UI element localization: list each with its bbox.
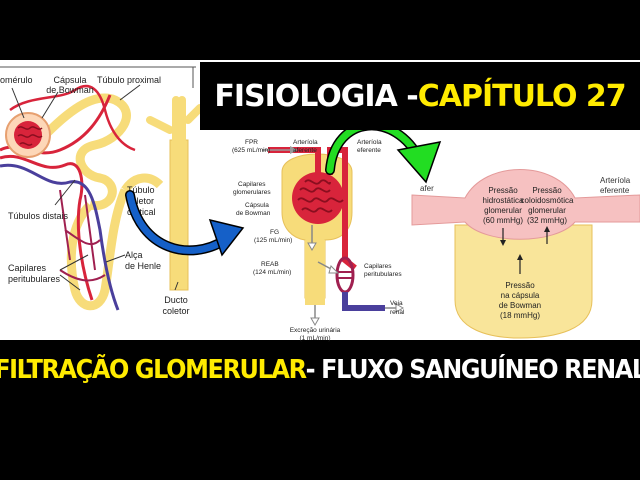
blue-curved-arrow [125, 190, 245, 257]
proximal-tubule-shape [36, 93, 131, 211]
main-title: FISIOLOGIA - CAPÍTULO 27 [200, 62, 640, 130]
label-capilares-glomerulares-l2: glomerulares [233, 189, 271, 196]
henle-loop-shape [66, 188, 130, 311]
label-fg-l2: (125 mL/min) [254, 237, 292, 244]
label-arteriola-eferente-r-l1: Arteríola [600, 176, 631, 185]
leader-capilares-2 [59, 274, 81, 291]
label-coloidosmotica-l3: glomerular [528, 206, 566, 215]
excretion-arrowhead [310, 317, 320, 327]
label-coloidosmotica-l4: (32 mmHg) [527, 216, 567, 225]
label-capilares-peritubulares-l1: Capilares [364, 263, 392, 270]
label-capsula-l1: Cápsula [53, 75, 86, 85]
distal-tubule-shape [121, 173, 164, 193]
label-fpr-l2: (625 mL/min) [232, 147, 270, 154]
label-fg-l1: FG [270, 229, 279, 236]
label-coloidosmotica-l2: coloidosmótica [521, 196, 574, 205]
label-capsula-bowman-l1: Cápsula [245, 202, 269, 209]
label-capsula-bowman-l2: de Bowman [236, 210, 271, 217]
label-hidrostatica-l4: (60 mmHg) [483, 216, 523, 225]
label-aferente-truncated: afer [420, 184, 434, 193]
hydrostatic-arrowhead [500, 240, 506, 246]
label-alca-henle-l1: Alça [125, 250, 143, 260]
leader-capilares-1 [59, 254, 89, 271]
collecting-duct-shape [169, 139, 189, 291]
label-tubulo-coletor-l2: coletor [127, 196, 154, 206]
leader-capsula [41, 91, 59, 119]
title-banner: FISIOLOGIA - CAPÍTULO 27 [200, 62, 640, 130]
left-vein-vessel [0, 163, 120, 311]
middle-peritubular-mesh [338, 271, 352, 279]
subtitle-part1: FILTRAÇÃO GLOMERULAR [0, 355, 307, 385]
main-title-part1: FISIOLOGIA - [214, 78, 418, 114]
right-capillary-shape [411, 169, 640, 240]
left-nephron-diagram: lomérulo Cápsula de Bowman Túbulo proxim… [0, 66, 204, 316]
middle-filtration-diagram: FPR (625 mL/min) Arteríola aferente Arte… [232, 139, 405, 342]
leader-glomerulo [11, 87, 25, 119]
left-glomerulus-texture [17, 126, 43, 146]
left-efferent-vessel [9, 84, 136, 152]
label-tubulo-coletor-l1: Túbulo [127, 185, 155, 195]
label-tubulo-proximal: Túbulo proximal [97, 75, 161, 85]
leader-tubulo-proximal [119, 84, 141, 101]
label-arteriola-aferente-l2: aferente [293, 147, 317, 154]
label-hidrostatica-l2: hidrostática [483, 196, 524, 205]
green-arrowhead [396, 141, 442, 184]
middle-glomerulus-texture [297, 179, 344, 213]
fpr-arrowhead [290, 146, 298, 154]
left-peritubular-vessel [0, 155, 94, 301]
collecting-duct-branches [146, 96, 204, 144]
label-coloidosmotica-l1: Pressão [532, 186, 562, 195]
leader-alca-henle [105, 254, 126, 263]
subtitle: FILTRAÇÃO GLOMERULAR - FLUXO SANGUÍNEO R… [0, 345, 640, 395]
oncotic-arrowhead [544, 226, 550, 232]
label-veia-l1: Veia [390, 300, 403, 307]
leader-tubulos-distais [54, 179, 76, 206]
leader-ducto [174, 281, 179, 291]
label-reab-l1: REAB [261, 261, 279, 268]
right-bowman-space-shape [454, 224, 593, 339]
label-alca-henle-l2: de Henle [125, 261, 161, 271]
label-hidrostatica-l3: glomerular [484, 206, 522, 215]
label-ducto-l1: Ducto [164, 295, 188, 305]
label-arteriola-eferente-r-l2: eferente [600, 186, 630, 195]
label-capsula-pressure-l4: (18 mmHg) [500, 311, 540, 320]
vein-arrowhead [395, 303, 405, 313]
label-capsula-pressure-l1: Pressão [505, 281, 535, 290]
label-capilares-peritubulares-l2: peritubulares [364, 271, 402, 278]
label-hidrostatica-l1: Pressão [488, 186, 518, 195]
capsule-pressure-arrowhead [517, 254, 523, 260]
label-excrecao-l2: (1 mL/min) [299, 335, 330, 342]
fg-arrowhead [307, 242, 317, 252]
main-title-part2: CAPÍTULO 27 [417, 78, 627, 114]
label-glomerulo: lomérulo [0, 75, 33, 85]
label-arteriola-eferente-l2: eferente [357, 147, 381, 154]
label-capilares-l2: peritubulares [8, 274, 61, 284]
label-tubulo-coletor-l3: cortical [127, 207, 156, 217]
blue-arrow-body [126, 191, 229, 254]
label-fpr-l1: FPR [245, 139, 258, 146]
middle-vein-vessel [342, 292, 385, 311]
blue-arrowhead [208, 218, 245, 257]
label-capsula-l2: de Bowman [46, 85, 94, 95]
label-arteriola-eferente-l1: Arteríola [357, 139, 382, 146]
label-arteriola-aferente-l1: Arteríola [293, 139, 318, 146]
label-capsula-pressure-l3: de Bowman [499, 301, 541, 310]
subtitle-part2: - FLUXO SANGUÍNEO RENAL [305, 355, 640, 385]
label-ducto-l2: coletor [162, 306, 189, 316]
label-capilares-glomerulares-l1: Capilares [238, 181, 266, 188]
label-capilares-l1: Capilares [8, 263, 47, 273]
label-reab-l2: (124 mL/min) [253, 269, 291, 276]
label-veia-l2: renal [390, 309, 405, 316]
middle-tubule-shape [305, 240, 325, 305]
reab-arrowhead [328, 265, 340, 274]
left-capillary-mesh [59, 189, 106, 282]
right-pressure-diagram: afer Arteríola eferente Pressão hidrostá… [411, 169, 640, 339]
label-tubulos-distais: Túbulos distais [8, 211, 69, 221]
label-excrecao-l1: Excreção urinária [290, 327, 341, 334]
label-capsula-pressure-l2: na cápsula [501, 291, 540, 300]
